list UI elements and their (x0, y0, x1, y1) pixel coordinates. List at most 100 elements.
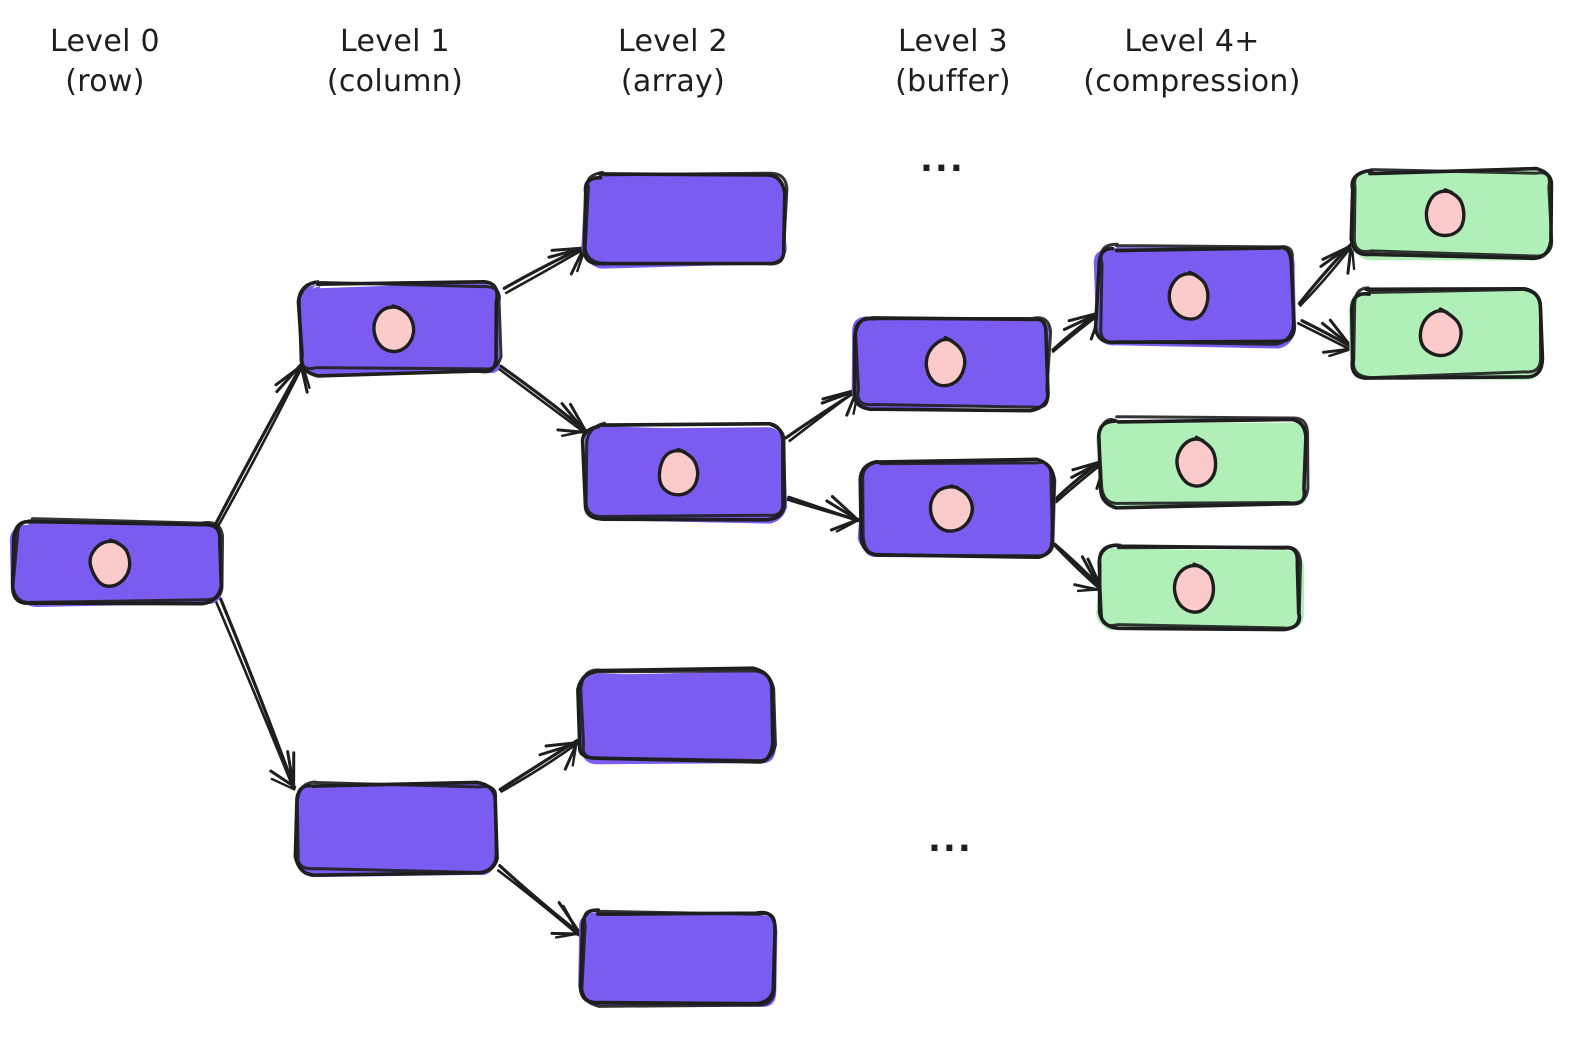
node-dot-outline (924, 335, 967, 388)
edge-shaft (214, 364, 304, 531)
level-label-level-0: Level 0(row) (0, 22, 215, 102)
edge-arrowhead (1320, 321, 1354, 349)
node-dot-fill (1421, 309, 1461, 357)
edge-e-colbot-arr4 (496, 864, 583, 939)
node-dot-outline (928, 484, 975, 533)
node-dot-outline (1175, 435, 1218, 488)
node-dot-fill (925, 339, 964, 387)
node-dot-fill (1175, 437, 1218, 485)
edge-e-coltop-arr2 (497, 364, 588, 438)
edge-e-cmp1-cmp2 (1297, 242, 1356, 307)
edge-arrowhead (835, 519, 859, 533)
node-n-buf-1[interactable] (851, 316, 1053, 413)
node-dot-fill (1173, 563, 1214, 613)
level-label-subtitle: (row) (65, 64, 145, 99)
node-n-cmp-2[interactable] (1349, 166, 1554, 261)
node-dot-fill (90, 540, 132, 586)
edge-arrowhead (544, 741, 579, 748)
node-outline (1099, 242, 1295, 346)
edge-shaft (1297, 243, 1353, 306)
node-dot-fill (374, 305, 414, 352)
node-outline (584, 421, 785, 519)
edge-shaft (500, 741, 580, 793)
edge-arrowhead (538, 741, 580, 757)
edge-shaft (1053, 544, 1102, 591)
node-outline (579, 668, 777, 763)
level-label-subtitle: (buffer) (895, 64, 1011, 99)
node-outline (295, 780, 498, 874)
node-n-cmp-3[interactable] (1348, 286, 1545, 380)
edge-shaft (788, 388, 859, 443)
edge-shaft (1296, 321, 1352, 351)
edge-arrowhead (1350, 244, 1356, 271)
node-dot-outline (372, 304, 416, 354)
node-n-cmp-1[interactable] (1093, 242, 1297, 349)
node-outline (1093, 245, 1296, 345)
edge-shaft (211, 363, 304, 532)
edge-e-coltop-arr1 (502, 245, 587, 295)
edge-arrowhead (571, 741, 578, 767)
node-outline (583, 170, 789, 266)
node-n-arr-3[interactable] (576, 666, 777, 765)
node-n-buf-2[interactable] (857, 457, 1057, 560)
edge-arrowhead (286, 750, 296, 791)
node-dot-outline (657, 447, 700, 497)
node-outline (1352, 286, 1543, 380)
node-fill-2 (577, 671, 772, 759)
node-dot-outline (1172, 562, 1216, 614)
node-outline (853, 316, 1053, 409)
edge-shaft (1299, 244, 1354, 307)
node-n-col-top[interactable] (296, 280, 503, 378)
edge-arrowhead (557, 901, 583, 937)
edge-shaft (497, 367, 587, 435)
level-label-level-3: Level 3 (buffer) (843, 22, 1063, 102)
level-label-subtitle: (array) (620, 64, 726, 99)
node-n-cmp-5[interactable] (1096, 543, 1305, 632)
node-dot-outline (1424, 188, 1466, 238)
node-outline (1097, 543, 1303, 630)
node-n-cmp-4[interactable] (1095, 415, 1310, 510)
node-outline (10, 519, 224, 606)
node-n-arr-4[interactable] (578, 908, 778, 1008)
node-dot-outline (88, 538, 132, 588)
ellipsis-bottom: ... (928, 820, 973, 860)
level-label-level-4: Level 4+ (compression) (1082, 22, 1302, 102)
edge-e-buf1-cmp1 (1051, 310, 1103, 353)
level-label-title: Level 4+ (1124, 24, 1260, 59)
edge-e-cmp1-cmp3 (1296, 318, 1354, 358)
edge-arrowhead (299, 364, 309, 394)
node-dot-outline (1418, 307, 1463, 358)
edge-arrowhead (569, 247, 586, 276)
edge-e-buf2-cmp4 (1052, 457, 1108, 504)
level-label-subtitle: (compression) (1083, 64, 1301, 99)
level-label-title: Level 1 (340, 24, 450, 59)
node-outline (11, 517, 225, 604)
node-outline (1352, 168, 1554, 258)
edge-arrowhead (1319, 242, 1354, 268)
edge-shaft (496, 869, 580, 937)
edge-arrowhead (1062, 311, 1101, 331)
node-n-arr-1[interactable] (581, 170, 789, 269)
node-n-col-bottom[interactable] (293, 780, 499, 878)
edge-arrowhead (547, 246, 587, 259)
edge-arrowhead (820, 388, 859, 405)
edge-shaft (502, 245, 586, 290)
edge-shaft (219, 597, 296, 789)
edge-shaft (504, 247, 587, 295)
ellipsis-top: ... (920, 140, 965, 180)
edge-shaft (498, 864, 583, 936)
node-fill-2 (296, 784, 496, 874)
node-n-row[interactable] (9, 517, 225, 607)
edge-arrowhead (275, 362, 303, 394)
edge-arrowhead (560, 402, 588, 434)
node-fill-2 (581, 173, 784, 265)
node-n-arr-2[interactable] (580, 421, 788, 524)
edge-shaft (499, 364, 588, 433)
level-label-level-1: Level 1(column) (285, 22, 505, 102)
level-label-title: Level 2 (618, 24, 728, 59)
node-fill-2 (578, 911, 774, 1006)
level-label-title: Level 3 (898, 24, 1008, 59)
edge-e-row-colbottom (214, 597, 297, 791)
